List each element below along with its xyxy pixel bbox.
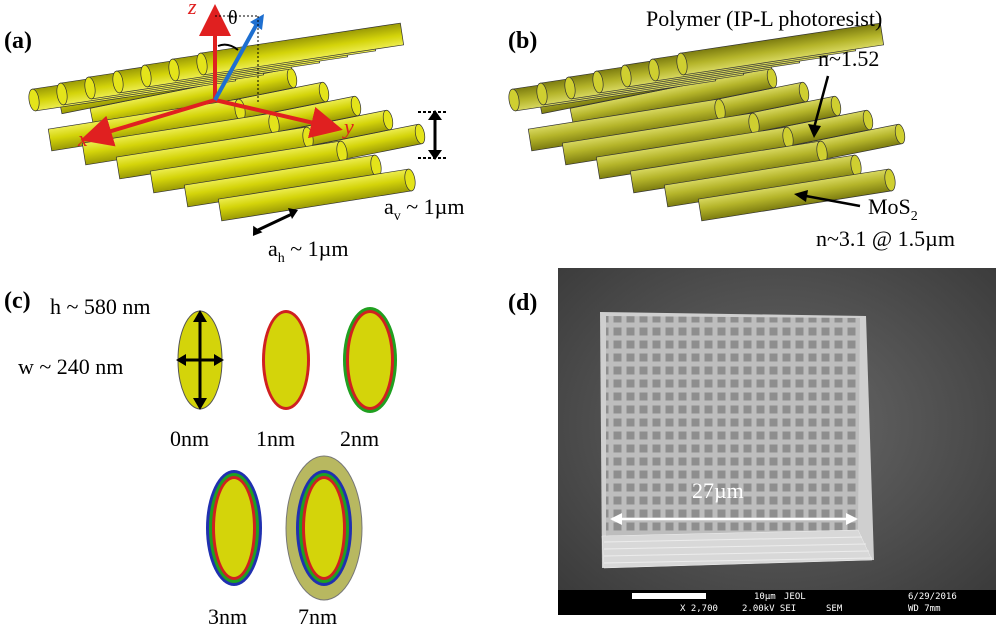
woodpile-lattice-a: [28, 22, 426, 222]
coordinate-axes: z x y θ: [77, 0, 354, 151]
sem-info-bar: [558, 590, 996, 615]
polymer-index: n~1.52: [818, 46, 879, 71]
polymer-pointer: [812, 75, 830, 129]
panel-c: (c) h ~ 580 nm w ~ 240 nm: [4, 288, 397, 629]
av-label: av ~ 1µm: [384, 194, 464, 224]
cross-section-1nm: [262, 310, 310, 410]
panel-a-label: (a): [4, 28, 32, 54]
panel-d-label: (d): [508, 290, 537, 316]
cross-section-7nm: [285, 455, 363, 601]
lattice-rod-top: [676, 22, 885, 76]
sem-image: 27µm 10µm JEOL 6/29/2016 X 2,700 2.00kV …: [558, 268, 996, 615]
polymer-pointer-head: [808, 124, 821, 138]
theta-vector: [213, 21, 260, 101]
panel-c-label: (c): [4, 288, 31, 314]
polymer-label: Polymer (IP-L photoresist): [646, 6, 882, 31]
y-axis-arrow: [214, 98, 343, 139]
lattice-rod-top: [196, 22, 405, 76]
ah-dimension: ah ~ 1µm: [252, 208, 348, 266]
lattice-rod-front: [697, 168, 896, 222]
z-axis-label: z: [187, 0, 197, 19]
lattice-rod-front: [629, 140, 828, 194]
lattice-rod-front: [527, 98, 726, 152]
height-label: h ~ 580 nm: [50, 294, 151, 319]
thickness-label-3: 3nm: [208, 604, 247, 629]
cross-section-3nm: [206, 470, 262, 586]
sem-scale-text: 10µm: [754, 592, 776, 602]
theta-vector-head: [250, 14, 264, 30]
theta-label: θ: [228, 7, 238, 29]
lattice-rod-front: [217, 168, 416, 222]
av-dimension: av ~ 1µm: [384, 110, 464, 224]
sem-org: JEOL: [784, 592, 806, 602]
woodpile-lattice-b: [508, 22, 906, 222]
mos2-pointer: [805, 194, 861, 208]
x-axis-label: x: [77, 126, 88, 151]
width-label: w ~ 240 nm: [18, 354, 123, 379]
ah-label: ah ~ 1µm: [268, 236, 348, 266]
sem-wd: WD 7mm: [908, 604, 941, 614]
thickness-label-2: 2nm: [340, 426, 379, 451]
panel-d: (d) 27µm 10µm JEOL 6/29/2016 X: [508, 268, 996, 615]
panel-b-label: (b): [508, 28, 537, 54]
x-axis-arrow: [80, 98, 216, 147]
panel-a: (a) z x y θ av ~ 1µm: [4, 0, 464, 266]
cross-section-2nm: [343, 307, 397, 413]
thickness-label-4: 7nm: [298, 604, 337, 629]
sem-kv: 2.00kV SEI: [742, 604, 796, 614]
woodpile-top-grid: [606, 316, 860, 536]
mos2-pointer-head: [794, 190, 808, 202]
panel-b: (b) Polymer (IP-L photoresist) n~1.52 Mo…: [508, 6, 955, 251]
sem-date: 6/29/2016: [908, 592, 957, 602]
cross-section-0nm: [176, 310, 224, 410]
scale-label: 27µm: [692, 478, 744, 503]
mos2-label: MoS2: [868, 194, 918, 224]
thickness-label-1: 1nm: [256, 426, 295, 451]
thickness-label-0: 0nm: [170, 426, 209, 451]
theta-arc: [217, 43, 239, 51]
mos2-index: n~3.1 @ 1.5µm: [816, 226, 955, 251]
sem-mode: SEM: [826, 604, 843, 614]
sem-scalebar: [632, 593, 706, 599]
y-axis-label: y: [342, 114, 354, 139]
sem-mag: X 2,700: [680, 604, 718, 614]
